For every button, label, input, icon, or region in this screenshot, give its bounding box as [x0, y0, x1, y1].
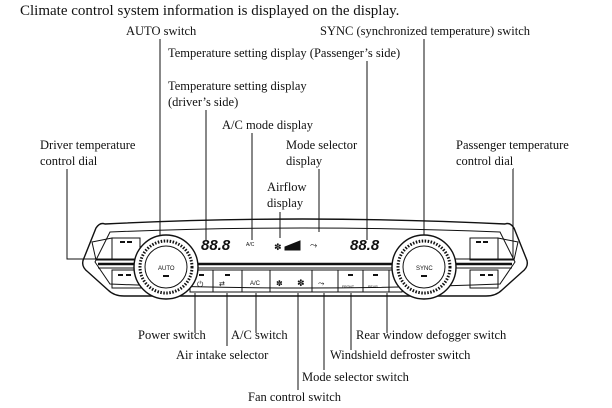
sync-button: SYNC: [416, 266, 433, 272]
diagram-title: Climate control system information is di…: [20, 3, 400, 19]
label-mode-selector-switch: Mode selector switch: [302, 370, 409, 384]
label-mode-display-2: display: [286, 154, 323, 169]
mode-selector-icon: ⤳: [318, 279, 325, 288]
label-rear-defogger: Rear window defogger switch: [356, 328, 507, 342]
fan-icon: ✽: [274, 242, 282, 252]
front-defroster-button: FRONT: [342, 285, 355, 289]
label-mode-display: Mode selector: [286, 138, 358, 153]
rear-defogger-button: REAR: [368, 285, 378, 289]
label-temp-passenger: Temperature setting display (Passenger’s…: [168, 46, 401, 61]
temp-left-display: 88.8: [201, 237, 231, 254]
label-ac-switch: A/C switch: [231, 328, 288, 342]
label-temp-driver-2: (driver’s side): [168, 95, 239, 110]
leader-passenger-dial: [440, 168, 514, 260]
temp-right-display: 88.8: [350, 237, 380, 254]
label-auto-switch: AUTO switch: [126, 24, 197, 39]
label-airflow: Airflow: [267, 180, 307, 195]
label-passenger-dial: Passenger temperature: [456, 138, 569, 153]
fan-down-icon: ✽: [276, 279, 283, 288]
ac-mode-icon: A/C: [246, 242, 255, 248]
leader-driver-dial: [66, 168, 148, 260]
label-windshield-defroster: Windshield defroster switch: [330, 348, 471, 362]
label-temp-driver: Temperature setting display: [168, 79, 307, 94]
fan-up-icon: ✽: [297, 278, 305, 288]
label-ac-mode-display: A/C mode display: [222, 118, 313, 133]
air-intake-icon: ⇄: [219, 281, 225, 288]
label-power-switch: Power switch: [138, 328, 206, 342]
auto-button: AUTO: [158, 266, 175, 272]
label-fan-control: Fan control switch: [248, 390, 342, 404]
label-driver-dial-2: control dial: [40, 154, 98, 169]
panel-inner: [94, 227, 516, 289]
power-icon: ⏻: [197, 280, 204, 289]
panel-outline: [81, 218, 529, 297]
mode-display-icon: ⤳: [310, 240, 317, 250]
label-driver-dial: Driver temperature: [40, 138, 136, 153]
label-sync-switch: SYNC (synchronized temperature) switch: [320, 24, 531, 39]
label-passenger-dial-2: control dial: [456, 154, 514, 169]
label-airflow-2: display: [267, 196, 304, 211]
label-air-intake: Air intake selector: [176, 348, 269, 362]
ac-button: A/C: [250, 281, 261, 287]
